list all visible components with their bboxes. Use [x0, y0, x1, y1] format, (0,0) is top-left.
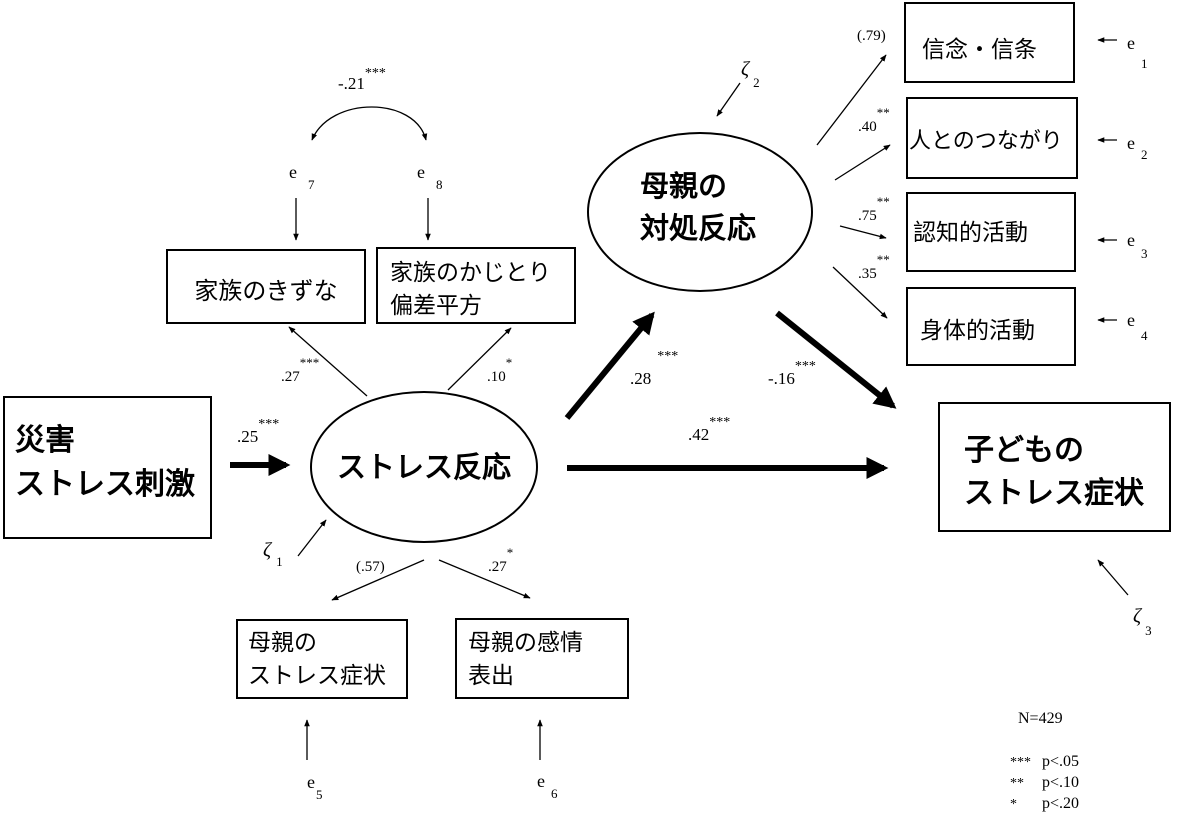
child-symptoms-box	[938, 402, 1171, 532]
legend-text-2: p<.10	[1042, 774, 1079, 791]
path-stress-bond	[288, 326, 368, 397]
family-steering-label-2: 偏差平方	[390, 293, 482, 319]
path-stress-emotion	[438, 559, 531, 599]
label-e6: e6	[537, 771, 558, 801]
mother-symptoms-label-2: ストレス症状	[248, 663, 386, 689]
label-e1: e1	[1127, 33, 1148, 71]
path-coping-cognitive	[839, 225, 887, 240]
coef-coping-child: -.16***	[768, 359, 816, 388]
coping-label-2: 対処反応	[640, 211, 756, 245]
label-e5: e5	[307, 772, 323, 802]
sample-size: N=429	[1018, 710, 1063, 727]
legend-text-3: p<.20	[1042, 795, 1079, 812]
coef-coping-connection: .40**	[858, 105, 890, 135]
path-stress-mother-symptoms	[331, 559, 425, 601]
mother-emotion-label-2: 表出	[468, 663, 514, 689]
connection-label: 人とのつながり	[909, 129, 1063, 154]
path-coping-child	[775, 310, 897, 409]
label-e3: e3	[1127, 230, 1148, 261]
coping-label-1: 母親の	[640, 169, 727, 203]
coef-e7-e8: -.21***	[338, 66, 386, 93]
coping-ellipse	[587, 132, 813, 292]
label-zeta1: ζ1	[263, 539, 283, 569]
arrow-zeta2	[716, 82, 741, 117]
child-symptoms-label-1: 子どもの	[964, 433, 1084, 468]
disaster-label-2: ストレス刺激	[15, 467, 195, 502]
coef-stress-bond: .27***	[281, 355, 319, 385]
belief-label: 信念・信条	[922, 37, 1037, 63]
physical-label: 身体的活動	[920, 318, 1035, 344]
coef-disaster-stress: .25***	[237, 417, 279, 446]
family-bond-box	[166, 249, 366, 324]
cognitive-box	[906, 192, 1076, 272]
arrow-zeta3	[1097, 559, 1129, 596]
disaster-label-1: 災害	[15, 423, 75, 458]
legend-stars-2: **	[1010, 776, 1024, 791]
label-zeta3: ζ3	[1133, 605, 1152, 638]
coef-stress-mother-symptoms: (.57)	[356, 559, 385, 575]
coef-coping-cognitive: .75**	[858, 194, 890, 224]
mother-symptoms-box	[236, 619, 408, 699]
path-stress-steering	[447, 327, 512, 391]
child-symptoms-label-2: ストレス症状	[964, 476, 1145, 511]
path-coping-connection	[834, 144, 891, 181]
disaster-box	[3, 396, 212, 539]
label-zeta2: ζ2	[741, 58, 760, 90]
label-e2: e2	[1127, 133, 1148, 162]
family-bond-label: 家族のきずな	[194, 277, 337, 305]
label-e4: e4	[1127, 310, 1148, 343]
stress-response-ellipse	[310, 391, 538, 543]
stress-response-label: ストレス反応	[337, 450, 511, 484]
label-e7: e7	[289, 162, 315, 192]
arrow-zeta1	[297, 519, 327, 557]
legend-text-1: p<.05	[1042, 753, 1079, 770]
legend-stars-3: *	[1010, 797, 1017, 812]
legend-stars-1: ***	[1010, 755, 1031, 770]
covariance-arc-e7-e8	[311, 106, 428, 141]
mother-emotion-box	[455, 618, 629, 699]
path-coping-belief	[816, 54, 887, 146]
cognitive-label: 認知的活動	[913, 220, 1028, 246]
family-steering-box	[376, 247, 576, 324]
coef-coping-physical: .35**	[858, 252, 890, 282]
label-e8: e8	[417, 162, 443, 192]
coef-stress-emotion: .27*	[488, 545, 513, 575]
coef-stress-steering: .10*	[487, 355, 512, 385]
connection-box	[906, 97, 1078, 179]
family-steering-label-1: 家族のかじとり	[390, 260, 551, 286]
coef-stress-child: .42***	[688, 415, 730, 444]
mother-emotion-label-1: 母親の感情	[468, 630, 583, 656]
belief-box	[904, 2, 1075, 83]
coef-stress-coping: .28***	[630, 349, 678, 388]
mother-symptoms-label-1: 母親の	[248, 630, 317, 656]
path-stress-coping	[564, 311, 655, 420]
coef-coping-belief: (.79)	[857, 28, 886, 44]
path-coping-physical	[832, 266, 888, 319]
physical-box	[906, 287, 1076, 366]
